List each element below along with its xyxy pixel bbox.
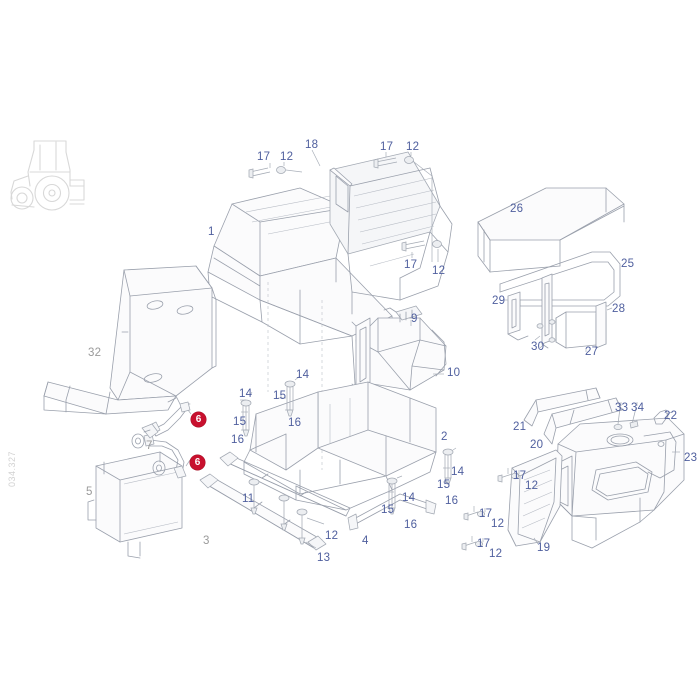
part-label-14: 14 — [402, 492, 416, 504]
part-18-grille-panel — [329, 151, 453, 315]
part-label-16: 16 — [404, 519, 418, 531]
part-label-11: 11 — [242, 493, 255, 505]
highlighted-part-badge-6[interactable]: 6 — [191, 412, 206, 427]
part-19-side-panel — [507, 449, 563, 547]
part-label-17: 17 — [380, 141, 394, 153]
part-label-26: 26 — [510, 203, 524, 215]
part-label-3: 3 — [203, 535, 210, 547]
part-20-seal — [543, 397, 623, 445]
part-label-9: 9 — [411, 313, 418, 325]
part-label-25: 25 — [621, 258, 635, 270]
part-label-19: 19 — [537, 542, 551, 554]
part-label-14: 14 — [239, 388, 253, 400]
fastener-column-right — [386, 475, 403, 515]
part-label-22: 22 — [664, 410, 678, 422]
part-label-17: 17 — [404, 259, 418, 271]
part-33-34-22-fittings — [613, 402, 680, 453]
part-label-12: 12 — [489, 548, 503, 560]
fastener-column-right-2 — [442, 447, 457, 485]
part-28-27-bracket — [539, 301, 613, 352]
fastener-column-left-2 — [278, 375, 301, 417]
part-label-21: 21 — [513, 421, 527, 433]
part-label-16: 16 — [288, 417, 302, 429]
fastener-group-panel-19 — [461, 468, 539, 551]
part-label-29: 29 — [492, 295, 506, 307]
part-10-compressor — [351, 305, 447, 391]
part-label-15: 15 — [381, 504, 395, 516]
part-label-2: 2 — [441, 431, 448, 443]
part-label-17: 17 — [477, 538, 491, 550]
tractor-logo-art — [10, 140, 85, 211]
part-label-7: 7 — [146, 440, 153, 452]
part-label-12: 12 — [280, 151, 294, 163]
part-label-17: 17 — [257, 151, 271, 163]
part-label-1: 1 — [208, 226, 215, 238]
part-5-condenser — [87, 451, 183, 559]
part-label-32: 32 — [88, 347, 102, 359]
part-label-27: 27 — [585, 346, 599, 358]
part-label-5: 5 — [86, 486, 93, 498]
part-label-12: 12 — [525, 480, 539, 492]
part-label-12: 12 — [432, 265, 446, 277]
part-23-roof — [555, 417, 685, 549]
part-label-18: 18 — [305, 139, 319, 151]
part-label-15: 15 — [437, 479, 451, 491]
part-label-14: 14 — [451, 466, 465, 478]
part-11-cross-member — [219, 451, 351, 517]
part-label-12: 12 — [325, 530, 339, 542]
part-label-16: 16 — [445, 495, 459, 507]
part-26-channel — [477, 187, 625, 273]
fastener-group-top-left — [248, 149, 321, 179]
part-label-33: 33 — [615, 402, 629, 414]
part-label-30: 30 — [531, 341, 545, 353]
part-label-16: 16 — [231, 434, 245, 446]
part-4-tube — [347, 493, 437, 531]
part-32-floor-plate — [43, 265, 217, 415]
highlighted-part-badge-6[interactable]: 6 — [190, 455, 205, 470]
part-label-14: 14 — [296, 369, 310, 381]
part-6-hose-assembly — [141, 397, 192, 479]
part-3-rail — [199, 473, 327, 551]
part-label-17: 17 — [513, 470, 527, 482]
part-2-center-floor — [243, 381, 437, 511]
part-label-10: 10 — [447, 367, 461, 379]
fastener-group-top-right — [373, 152, 433, 262]
part-label-15: 15 — [273, 390, 287, 402]
part-label-4: 4 — [362, 535, 369, 547]
fastener-column-left — [240, 391, 253, 437]
part-label-17: 17 — [479, 508, 493, 520]
part-29-bracket — [503, 291, 529, 341]
part-30-bracket — [534, 273, 553, 349]
part-label-23: 23 — [684, 452, 698, 464]
part-label-12: 12 — [406, 141, 420, 153]
fastener-group-under-rail — [248, 478, 325, 549]
fastener-group-mid-right — [401, 240, 442, 262]
part-label-15: 15 — [233, 416, 247, 428]
part-label-34: 34 — [631, 402, 645, 414]
part-7-grommets — [131, 433, 166, 476]
part-label-20: 20 — [530, 439, 544, 451]
part-label-12: 12 — [491, 518, 505, 530]
part-21-seal — [523, 387, 601, 427]
part-label-13: 13 — [317, 552, 331, 564]
drawing-code: 034.327 — [7, 450, 17, 487]
part-label-28: 28 — [612, 303, 626, 315]
